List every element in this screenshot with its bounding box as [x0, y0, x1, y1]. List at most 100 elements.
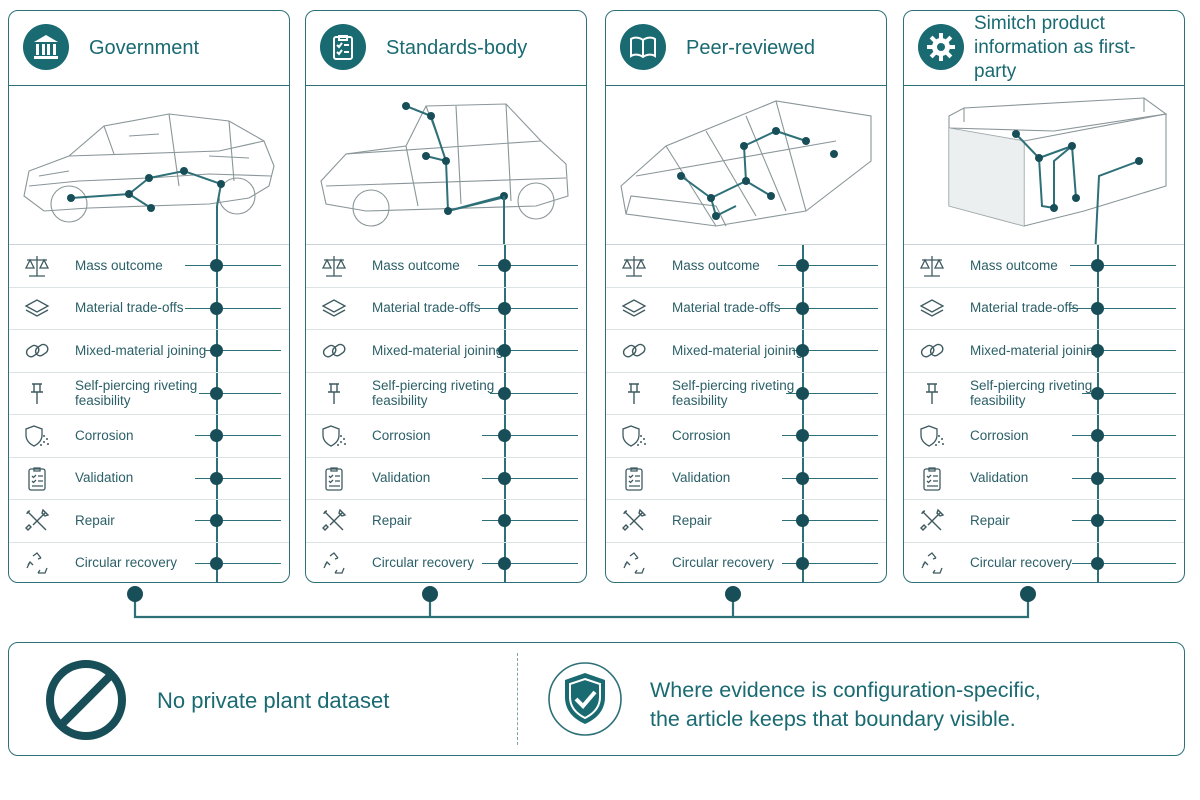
row-node — [796, 259, 809, 272]
corrosion-shield-icon — [918, 422, 946, 450]
recycle-icon — [320, 550, 348, 578]
scope-note-panel: No private plant dataset Where evidence … — [8, 642, 1185, 756]
criterion-row: Repair — [606, 500, 886, 543]
government-building-icon — [23, 24, 69, 70]
row-node — [498, 344, 511, 357]
row-node — [210, 301, 223, 315]
row-node — [498, 471, 511, 485]
criteria-list: Mass outcome Material trade-offs Mixed-m… — [904, 245, 1184, 583]
row-connector — [490, 392, 578, 394]
corrosion-shield-icon — [620, 422, 648, 450]
row-connector — [1072, 562, 1176, 564]
row-connector — [1082, 392, 1176, 394]
open-book-icon — [620, 24, 666, 70]
row-node — [1091, 259, 1104, 272]
criterion-row: Corrosion — [306, 415, 586, 458]
criterion-row: Mixed-material joining — [9, 330, 289, 373]
balance-scale-icon — [620, 252, 648, 280]
row-connector — [786, 392, 878, 394]
row-node — [210, 386, 223, 400]
rivet-icon — [918, 380, 946, 408]
criterion-row: Mass outcome — [606, 245, 886, 288]
bus-node — [127, 586, 143, 602]
card-title: Government — [89, 36, 200, 59]
evidence-trunk-line — [504, 245, 506, 582]
row-connector — [778, 265, 878, 267]
row-connector — [478, 265, 578, 267]
wrench-screwdriver-icon — [620, 507, 648, 535]
card-header: Peer-reviewed — [606, 11, 886, 86]
row-connector — [478, 307, 578, 309]
panel-divider — [517, 653, 518, 745]
criterion-row: Self-piercing riveting feasibility — [9, 373, 289, 415]
criterion-row: Mixed-material joining — [904, 330, 1184, 373]
row-node — [498, 514, 511, 527]
criterion-row: Self-piercing riveting feasibility — [606, 373, 886, 415]
bus-node — [422, 586, 438, 602]
balance-scale-icon — [320, 252, 348, 280]
wrench-screwdriver-icon — [918, 507, 946, 535]
vehicle-underbody-frame-illustration — [606, 86, 886, 245]
row-node — [1091, 556, 1104, 570]
criterion-row: Material trade-offs — [9, 288, 289, 330]
wrench-screwdriver-icon — [23, 507, 51, 535]
evidence-trunk-line — [802, 245, 804, 582]
criterion-row: Repair — [306, 500, 586, 543]
bus-node — [725, 586, 741, 602]
criterion-row: Repair — [9, 500, 289, 543]
row-connector — [195, 562, 281, 564]
criterion-row: Circular recovery — [306, 543, 586, 583]
row-node — [1091, 386, 1104, 400]
criterion-row: Validation — [904, 458, 1184, 500]
recycle-icon — [23, 550, 51, 578]
wrench-screwdriver-icon — [320, 507, 348, 535]
layers-icon — [620, 295, 648, 323]
chain-link-icon — [918, 337, 946, 365]
criteria-list: Mass outcome Material trade-offs Mixed-m… — [9, 245, 289, 582]
row-node — [498, 429, 511, 442]
recycle-icon — [620, 550, 648, 578]
row-node — [210, 556, 223, 570]
criterion-row: Material trade-offs — [904, 288, 1184, 330]
criterion-row: Circular recovery — [904, 543, 1184, 583]
chain-link-icon — [620, 337, 648, 365]
checklist-icon — [23, 465, 51, 493]
layers-icon — [320, 295, 348, 323]
rivet-icon — [320, 380, 348, 408]
row-node — [1091, 514, 1104, 527]
row-node — [796, 301, 809, 315]
row-connector — [1088, 350, 1176, 352]
row-node — [796, 344, 809, 357]
chain-link-icon — [320, 337, 348, 365]
row-node — [498, 556, 511, 570]
row-node — [796, 429, 809, 442]
criterion-row: Material trade-offs — [606, 288, 886, 330]
criterion-row: Mixed-material joining — [306, 330, 586, 373]
card-header: Simitch product information as first-par… — [904, 11, 1184, 86]
row-connector — [782, 435, 878, 437]
gear-icon — [918, 24, 964, 70]
criterion-row: Corrosion — [9, 415, 289, 458]
row-connector — [205, 350, 281, 352]
row-connector — [1072, 477, 1176, 479]
row-connector — [482, 562, 578, 564]
row-node — [498, 301, 511, 315]
row-node — [1091, 344, 1104, 357]
row-node — [210, 429, 223, 442]
prohibited-icon — [45, 659, 127, 741]
criterion-row: Corrosion — [606, 415, 886, 458]
criterion-row: Mass outcome — [9, 245, 289, 288]
row-connector — [782, 520, 878, 522]
row-node — [1091, 471, 1104, 485]
shield-check-icon — [547, 661, 623, 737]
criterion-row: Self-piercing riveting feasibility — [904, 373, 1184, 415]
row-connector — [1072, 520, 1176, 522]
row-node — [1091, 429, 1104, 442]
row-connector — [1072, 435, 1176, 437]
criterion-row: Mass outcome — [904, 245, 1184, 288]
row-connector — [482, 477, 578, 479]
row-connector — [792, 350, 878, 352]
row-connector — [195, 435, 281, 437]
row-node — [210, 259, 223, 272]
row-connector — [1070, 265, 1176, 267]
